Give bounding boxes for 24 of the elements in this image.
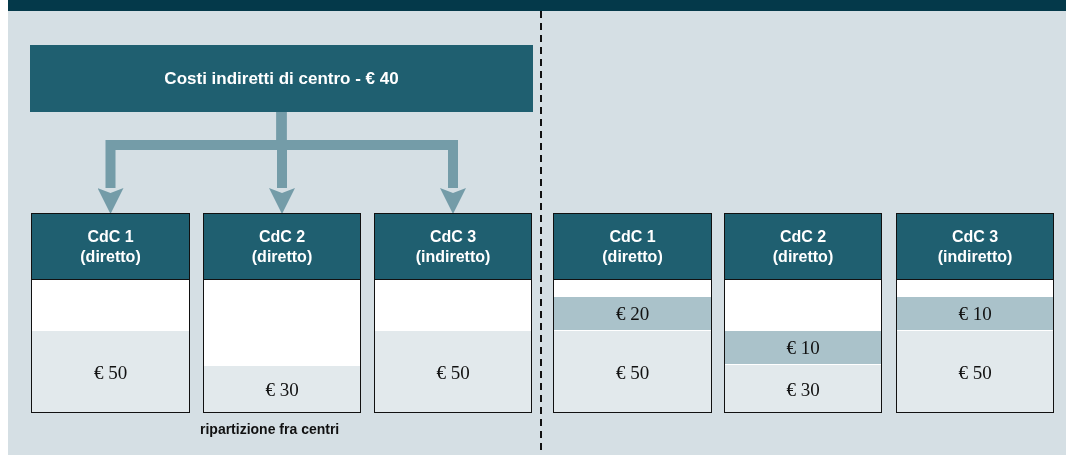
amount-band: € 30 [725, 365, 881, 412]
cost-center-card [203, 213, 361, 413]
caption-text: ripartizione fra centri [200, 421, 340, 437]
card-header: CdC 3 (indiretto) [375, 214, 531, 280]
amount-band: € 50 [375, 331, 531, 412]
card-header: CdC 2 (diretto) [725, 214, 881, 280]
card-header: CdC 1 (diretto) [32, 214, 189, 280]
cost-center-card [553, 213, 712, 413]
arrow [276, 112, 466, 214]
amount-band: € 20 [554, 297, 711, 330]
cost-center-card [896, 213, 1054, 413]
cost-pool-box: Costi indiretti di centro - € 40 [30, 45, 533, 112]
amount-band: € 50 [32, 331, 189, 412]
card-header: CdC 1 (diretto) [554, 214, 711, 280]
amount-band: € 30 [204, 366, 360, 412]
cost-center-card [374, 213, 532, 413]
card-header: CdC 3 (indiretto) [897, 214, 1053, 280]
cost-center-card [724, 213, 882, 413]
cost-center-card [31, 213, 190, 413]
amount-band: € 50 [897, 331, 1053, 412]
amount-band: € 10 [897, 297, 1053, 330]
amount-band: € 10 [725, 331, 881, 364]
card-header: CdC 2 (diretto) [204, 214, 360, 280]
amount-band: € 50 [554, 331, 711, 412]
